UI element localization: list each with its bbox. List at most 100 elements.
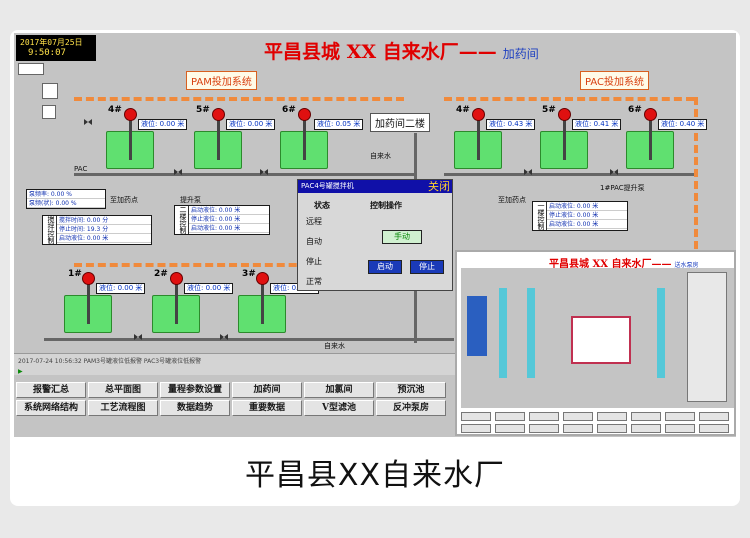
inset-nav-button — [665, 424, 695, 433]
pac-tank-5[interactable] — [540, 108, 588, 169]
stop-button[interactable]: 停止 — [410, 260, 444, 274]
pam-tank-5[interactable] — [194, 108, 242, 169]
valve-icon[interactable] — [610, 169, 618, 176]
water-pipe-top — [74, 173, 414, 176]
valve-icon[interactable] — [84, 119, 92, 126]
start-button[interactable]: 启动 — [368, 260, 402, 274]
inset-nav-button — [563, 424, 593, 433]
floor2-label: 加药间二楼 — [370, 113, 430, 132]
nav-site-plan[interactable]: 总平面图 — [88, 382, 158, 398]
inset-nav-button — [631, 424, 661, 433]
valve-icon[interactable] — [134, 334, 142, 341]
pump-frequency-panel: 泵频率: 0.00 % 泵频(状): 0.00 % — [26, 189, 106, 209]
hmi-title-sub: 加药间 — [502, 47, 539, 61]
agitator-motor-icon[interactable] — [212, 108, 225, 121]
play-icon[interactable]: ▶ — [18, 368, 23, 375]
pam-system-label: PAM投加系统 — [186, 71, 257, 90]
tap-water-bottom-label: 自来水 — [324, 342, 345, 350]
panel-row: 启动液位: 0.00 米 — [547, 202, 627, 211]
nav-alarm-summary[interactable]: 报警汇总 — [16, 382, 86, 398]
panel-row: 停止时间: 19.3 分 — [57, 225, 151, 234]
pam-tank-4[interactable] — [106, 108, 154, 169]
panel-row: 搅拌时间: 0.00 分 — [57, 216, 151, 225]
tank-num: 4# — [456, 105, 470, 115]
hmi-title: 平昌县城 XX 自来水厂—— 加药间 — [264, 37, 539, 64]
inset-nav-button — [665, 412, 695, 421]
pac-tag: PAC — [74, 165, 88, 173]
panel-label: 二楼控制 — [175, 206, 189, 234]
agitator-motor-icon[interactable] — [472, 108, 485, 121]
pam-tank-2[interactable] — [152, 272, 200, 333]
lift-pump-right-label: 1#PAC提升泵 — [600, 184, 645, 192]
pam-pipe-bottom — [74, 263, 404, 267]
clock-display: 2017年07月25日 9:50:07 — [16, 35, 96, 61]
nav-process-flow[interactable]: 工艺流程图 — [88, 400, 158, 416]
tank-level: 液位: 0.00 米 — [96, 283, 146, 294]
pam-tank-1[interactable] — [64, 272, 112, 333]
pac-tank-4[interactable] — [454, 108, 502, 169]
lift-pump-label: 提升泵 — [180, 196, 201, 204]
dialog-header: PAC4号罐搅拌机 关闭 — [298, 180, 452, 193]
nav-v-filter[interactable]: V型滤池 — [304, 400, 374, 416]
agitator-motor-icon[interactable] — [256, 272, 269, 285]
inset-title: 平昌县城 XX 自来水厂——送水泵房 — [549, 255, 699, 270]
pac-pipe-top — [444, 97, 694, 101]
pump-frequency-state: 泵频(状): 0.00 % — [27, 199, 105, 208]
inset-nav-button — [495, 412, 525, 421]
tank-level: 液位: 0.00 米 — [226, 119, 276, 130]
inset-nav-button — [529, 424, 559, 433]
tank-level: 液位: 0.05 米 — [314, 119, 364, 130]
agitator-motor-icon[interactable] — [170, 272, 183, 285]
agitator-dialog: PAC4号罐搅拌机 关闭 状态 控制操作 远程 自动 停止 正常 手动 启动 停… — [297, 179, 453, 291]
pam-tank-3[interactable] — [238, 272, 286, 333]
inset-pipe — [499, 288, 507, 378]
agitator-motor-icon[interactable] — [644, 108, 657, 121]
agitator-control-panel: 搅拌控制 搅拌时间: 0.00 分 停止时间: 19.3 分 启动液位: 0.0… — [42, 215, 152, 245]
valve-icon[interactable] — [174, 169, 182, 176]
agitator-motor-icon[interactable] — [124, 108, 137, 121]
panel-row: 启动液位: 0.00 米 — [189, 206, 269, 215]
pac-tank-6[interactable] — [626, 108, 674, 169]
nav-data-trend[interactable]: 数据趋势 — [160, 400, 230, 416]
valve-icon[interactable] — [524, 169, 532, 176]
nav-bar: 报警汇总 总平面图 量程参数设置 加药间 加氯间 预沉池 系统网络结构 工艺流程… — [14, 380, 454, 437]
dosing-point-left: 至加药点 — [110, 196, 138, 204]
nav-dosing-room[interactable]: 加药间 — [232, 382, 302, 398]
nav-network-structure[interactable]: 系统网络结构 — [16, 400, 86, 416]
control-column-header: 控制操作 — [370, 201, 402, 210]
tap-water-label: 自来水 — [370, 152, 391, 160]
pac-pipe-right — [694, 97, 698, 297]
gear-icon[interactable] — [42, 83, 58, 99]
manual-mode-button[interactable]: 手动 — [382, 230, 422, 244]
nav-key-data[interactable]: 重要数据 — [232, 400, 302, 416]
clock-time: 9:50:07 — [28, 48, 66, 58]
pam-tank-6[interactable] — [280, 108, 328, 169]
fan-icon[interactable] — [18, 63, 44, 75]
tank-num: 2# — [154, 269, 168, 279]
dosing-point-right: 至加药点 — [498, 196, 526, 204]
tank-level: 液位: 0.00 米 — [184, 283, 234, 294]
valve-icon[interactable] — [260, 169, 268, 176]
agitator-motor-icon[interactable] — [298, 108, 311, 121]
inset-nav-button — [495, 424, 525, 433]
tank-num: 1# — [68, 269, 82, 279]
nav-chlorine-room[interactable]: 加氯间 — [304, 382, 374, 398]
tank-num: 5# — [196, 105, 210, 115]
panel-row: 启动液位: 0.00 米 — [57, 234, 151, 243]
tank-num: 4# — [108, 105, 122, 115]
inset-nav-button — [461, 424, 491, 433]
hmi-title-main: 平昌县城 XX 自来水厂—— — [264, 41, 497, 63]
inset-nav-button — [699, 412, 729, 421]
agitator-motor-icon[interactable] — [82, 272, 95, 285]
dialog-close-button[interactable]: 关闭 — [428, 180, 450, 193]
nav-presettling-tank[interactable]: 预沉池 — [376, 382, 446, 398]
state-auto: 自动 — [306, 237, 322, 246]
agitator-motor-icon[interactable] — [558, 108, 571, 121]
nav-range-settings[interactable]: 量程参数设置 — [160, 382, 230, 398]
panel-label: 一楼控制 — [533, 202, 547, 230]
pump-icon[interactable] — [42, 105, 56, 119]
nav-backwash-pump[interactable]: 反冲泵房 — [376, 400, 446, 416]
water-pipe-right — [444, 173, 694, 176]
inset-dialog — [571, 316, 631, 364]
valve-icon[interactable] — [220, 334, 228, 341]
